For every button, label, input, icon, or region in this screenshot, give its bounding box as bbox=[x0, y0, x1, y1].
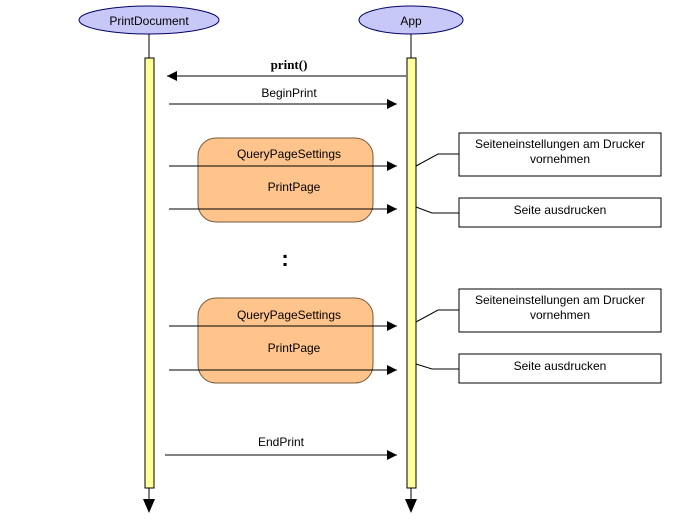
loop-box-2 bbox=[197, 297, 374, 384]
participant-app: App bbox=[358, 5, 464, 35]
note-settings-2-line2: vornehmen bbox=[530, 308, 590, 322]
continuation-ellipsis: : bbox=[281, 246, 288, 271]
message-querypagesettings-2-label: QueryPageSettings bbox=[237, 308, 341, 322]
message-querypagesettings-1-label: QueryPageSettings bbox=[237, 147, 341, 161]
lifeline-printdocument-end-arrow bbox=[143, 499, 155, 513]
loop-box-1 bbox=[197, 137, 374, 223]
note-settings-2: Seiteneinstellungen am Drucker vornehmen bbox=[415, 288, 662, 333]
note-print-1-label: Seite ausdrucken bbox=[514, 203, 607, 217]
message-endprint-label: EndPrint bbox=[258, 435, 305, 449]
note-settings-1-line1: Seiteneinstellungen am Drucker bbox=[475, 137, 645, 151]
message-printpage-1-label: PrintPage bbox=[268, 180, 321, 194]
message-printpage-2-label: PrintPage bbox=[268, 341, 321, 355]
activation-bar-app bbox=[406, 57, 417, 489]
lifeline-app-end-arrow bbox=[405, 499, 417, 513]
note-print-1: Seite ausdrucken bbox=[415, 197, 662, 228]
participant-app-label: App bbox=[400, 14, 422, 28]
note-settings-2-line1: Seiteneinstellungen am Drucker bbox=[475, 293, 645, 307]
message-beginprint-label: BeginPrint bbox=[261, 86, 317, 100]
participant-printdocument: PrintDocument bbox=[78, 5, 220, 35]
note-print-2-label: Seite ausdrucken bbox=[514, 359, 607, 373]
note-settings-1-line2: vornehmen bbox=[530, 152, 590, 166]
activation-bar-printdocument bbox=[144, 57, 155, 489]
note-settings-1: Seiteneinstellungen am Drucker vornehmen bbox=[415, 132, 662, 177]
participant-printdocument-label: PrintDocument bbox=[109, 14, 189, 28]
message-print-label: print() bbox=[271, 57, 308, 72]
note-print-2: Seite ausdrucken bbox=[415, 353, 662, 384]
